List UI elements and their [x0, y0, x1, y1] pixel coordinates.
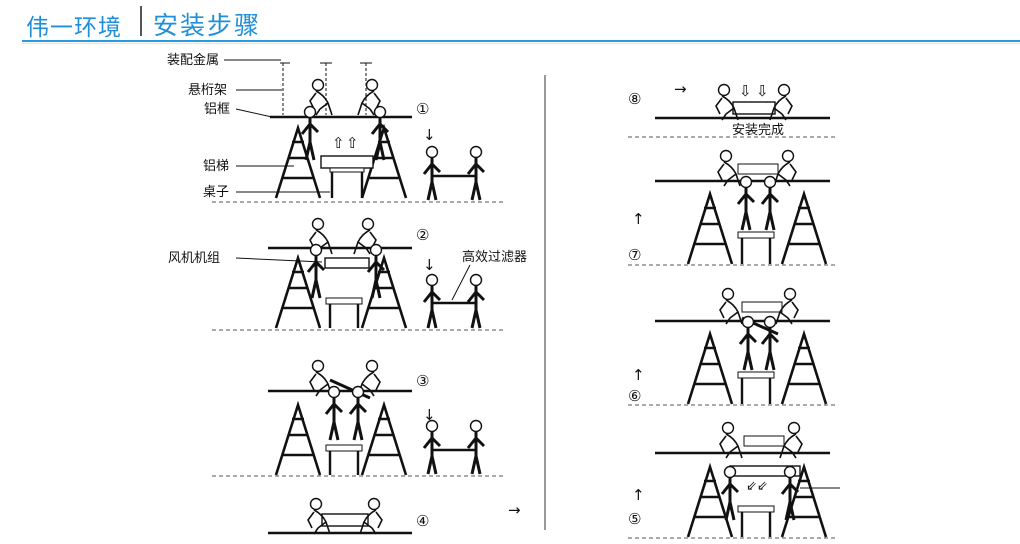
header-divider: [140, 6, 142, 36]
step-number: ②: [416, 226, 429, 244]
step-3-illustration: ↓: [212, 359, 505, 477]
step-number: ⑧: [628, 90, 641, 108]
step-5-illustration: ⇙⇙ ↑: [628, 421, 840, 539]
step-7-illustration: ↑: [628, 149, 835, 266]
label-done: 安装完成: [732, 123, 784, 138]
brand-logo: 伟一环境: [26, 15, 122, 41]
right-step-numbers: ⑧ ⑦ ⑥ ⑤: [628, 90, 641, 528]
step-number: ④: [416, 512, 429, 530]
svg-text:→: →: [508, 501, 521, 519]
label-fan-unit: 风机机组: [168, 251, 220, 266]
svg-text:→: →: [674, 80, 687, 98]
svg-text:⇧: ⇧: [332, 134, 345, 152]
label-hanger: 悬桁架: [188, 83, 227, 98]
svg-text:⇧: ⇧: [346, 134, 359, 152]
label-ladder: 铝梯: [203, 159, 229, 174]
header-rule-shadow: [22, 43, 1020, 44]
step-1-illustration: ⇧⇧ ↓: [212, 62, 505, 203]
svg-text:↑: ↑: [632, 210, 645, 228]
label-fitting: 装配金属: [167, 52, 219, 68]
left-step-numbers: ① ② ③ ④: [416, 100, 429, 530]
header: 伟一环境 安装步骤: [0, 0, 1020, 44]
step-8-illustration: → ⇩⇩ 安装完成: [628, 80, 835, 138]
svg-text:↓: ↓: [423, 406, 436, 424]
page-title: 安装步骤: [153, 11, 262, 40]
step-number: ⑥: [628, 387, 641, 405]
step-2-illustration: ↓: [212, 217, 505, 331]
svg-text:↓: ↓: [423, 126, 436, 144]
step-4-illustration: →: [268, 497, 521, 535]
svg-text:↑: ↑: [632, 486, 645, 504]
step-6-illustration: ↑: [628, 287, 835, 406]
label-table: 桌子: [203, 185, 229, 200]
header-rule: [22, 40, 1020, 42]
label-frame: 铝框: [204, 102, 230, 117]
label-hepa: 高效过滤器: [462, 249, 527, 265]
left-labels: 装配金属 悬桁架 铝框 铝梯 桌子 风机机组 高效过滤器: [167, 52, 527, 301]
step-number: ③: [416, 372, 429, 390]
svg-text:⇙⇙: ⇙⇙: [746, 479, 768, 494]
svg-text:⇩: ⇩: [739, 82, 752, 100]
step-number: ⑤: [628, 510, 641, 528]
svg-text:⇩: ⇩: [756, 82, 769, 100]
step-number: ①: [416, 100, 429, 118]
svg-text:↓: ↓: [423, 256, 436, 274]
svg-text:↑: ↑: [632, 366, 645, 384]
step-number: ⑦: [628, 246, 641, 264]
